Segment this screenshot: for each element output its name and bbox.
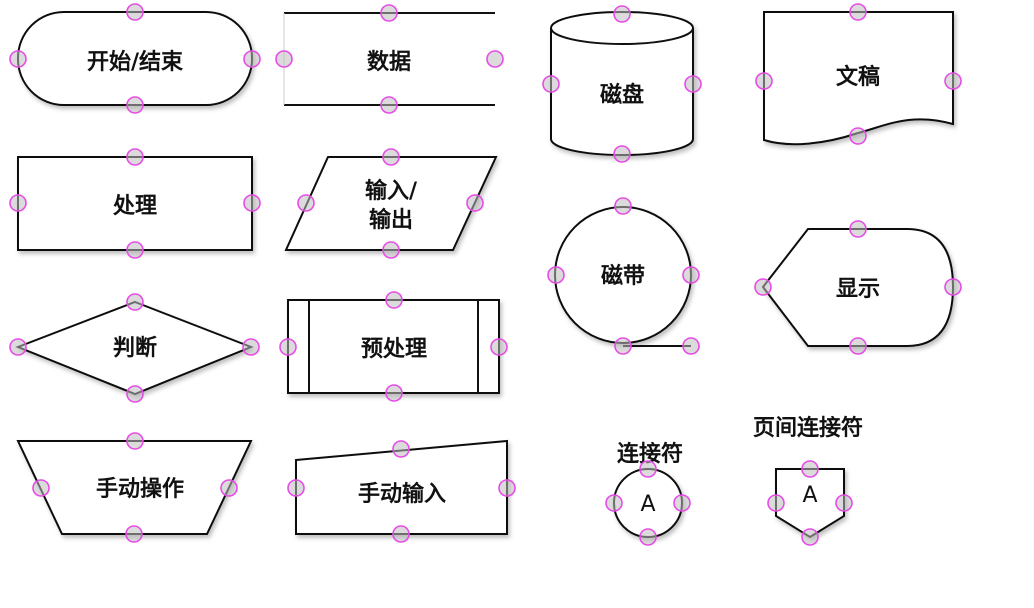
connection-point[interactable]: [801, 528, 819, 546]
connection-point[interactable]: [126, 293, 144, 311]
connection-point[interactable]: [684, 75, 702, 93]
input-output-symbol[interactable]: 输入/ 输出: [284, 148, 498, 259]
connection-point[interactable]: [944, 278, 962, 296]
document-symbol[interactable]: 文稿: [755, 3, 962, 146]
manual-input-label: 手动输入: [358, 481, 446, 507]
connection-point[interactable]: [382, 241, 400, 259]
disk-top-rim: [550, 27, 694, 45]
connection-point[interactable]: [767, 494, 785, 512]
connection-point[interactable]: [126, 96, 144, 114]
connection-point[interactable]: [126, 3, 144, 21]
process-label: 处理: [112, 193, 157, 219]
connection-point[interactable]: [466, 194, 484, 212]
connection-point[interactable]: [835, 494, 853, 512]
connection-point[interactable]: [673, 494, 691, 512]
data-label: 数据: [367, 49, 411, 75]
connection-point[interactable]: [849, 220, 867, 238]
connection-point[interactable]: [614, 337, 632, 355]
connection-point[interactable]: [9, 338, 27, 356]
disk-shape[interactable]: [550, 11, 694, 156]
connection-point[interactable]: [9, 50, 27, 68]
input-output-label-line2: 输出: [369, 207, 413, 233]
connection-point[interactable]: [542, 75, 560, 93]
decision-label: 判断: [113, 335, 157, 361]
connection-point[interactable]: [392, 440, 410, 458]
manual-operation-label: 手动操作: [96, 477, 184, 502]
connection-point[interactable]: [126, 385, 144, 403]
connection-point[interactable]: [755, 72, 773, 90]
manual-operation-symbol[interactable]: 手动操作: [16, 432, 253, 543]
connection-point[interactable]: [243, 194, 261, 212]
offpage-connector-symbol[interactable]: 页间连接符 A: [753, 415, 863, 546]
connection-point[interactable]: [380, 4, 398, 22]
connection-point[interactable]: [126, 148, 144, 166]
predefined-process-symbol[interactable]: 预处理: [279, 291, 508, 402]
manual-operation-shape[interactable]: [16, 440, 253, 535]
connection-point[interactable]: [849, 127, 867, 145]
connection-point[interactable]: [498, 479, 516, 497]
connection-point[interactable]: [392, 525, 410, 543]
display-label: 显示: [836, 277, 880, 302]
connection-point[interactable]: [380, 96, 398, 114]
input-output-label-line1: 输入/: [365, 178, 418, 204]
connection-point[interactable]: [486, 50, 504, 68]
offpage-connector-letter: A: [802, 483, 817, 508]
connection-point[interactable]: [126, 241, 144, 259]
display-symbol[interactable]: 显示: [754, 220, 962, 355]
tape-symbol[interactable]: 磁带: [547, 197, 700, 355]
connection-point[interactable]: [297, 194, 315, 212]
connection-point[interactable]: [32, 479, 50, 497]
connection-point[interactable]: [126, 432, 144, 450]
connection-point[interactable]: [801, 460, 819, 478]
connection-point[interactable]: [242, 338, 260, 356]
connector-letter: A: [640, 492, 655, 517]
process-shape[interactable]: [17, 156, 253, 251]
connection-point[interactable]: [385, 291, 403, 309]
manual-input-shape[interactable]: [295, 439, 508, 535]
disk-label: 磁盘: [600, 82, 644, 108]
connection-point[interactable]: [382, 148, 400, 166]
connection-point[interactable]: [220, 479, 238, 497]
decision-symbol[interactable]: 判断: [9, 293, 260, 403]
connection-point[interactable]: [754, 278, 772, 296]
data-fill: [284, 13, 495, 105]
connection-point[interactable]: [613, 5, 631, 23]
offpage-connector-title: 页间连接符: [753, 415, 863, 441]
predefined-process-label: 预处理: [361, 336, 427, 362]
connection-point[interactable]: [849, 3, 867, 21]
connection-point[interactable]: [849, 337, 867, 355]
connection-point[interactable]: [490, 338, 508, 356]
tape-label: 磁带: [601, 263, 645, 289]
connection-point[interactable]: [9, 194, 27, 212]
data-symbol[interactable]: 数据: [275, 4, 504, 114]
connection-point[interactable]: [275, 50, 293, 68]
connection-point[interactable]: [125, 525, 143, 543]
connection-point[interactable]: [243, 50, 261, 68]
document-label: 文稿: [836, 64, 880, 90]
manual-input-symbol[interactable]: 手动输入: [287, 439, 516, 543]
process-symbol[interactable]: 处理: [9, 148, 261, 259]
connection-point[interactable]: [682, 337, 700, 355]
connection-point[interactable]: [547, 266, 565, 284]
connection-point[interactable]: [287, 479, 305, 497]
input-output-shape[interactable]: [284, 156, 498, 251]
connection-point[interactable]: [614, 197, 632, 215]
connection-point[interactable]: [639, 528, 657, 546]
connection-point[interactable]: [682, 266, 700, 284]
connection-point[interactable]: [639, 460, 657, 478]
connection-point[interactable]: [605, 494, 623, 512]
connection-point[interactable]: [613, 145, 631, 163]
terminator-label: 开始/结束: [87, 49, 184, 75]
disk-symbol[interactable]: 磁盘: [542, 5, 702, 163]
connector-symbol[interactable]: 连接符 A: [605, 441, 691, 546]
terminator-symbol[interactable]: 开始/结束: [9, 3, 261, 114]
connection-point[interactable]: [944, 72, 962, 90]
connection-point[interactable]: [385, 384, 403, 402]
connection-point[interactable]: [279, 338, 297, 356]
